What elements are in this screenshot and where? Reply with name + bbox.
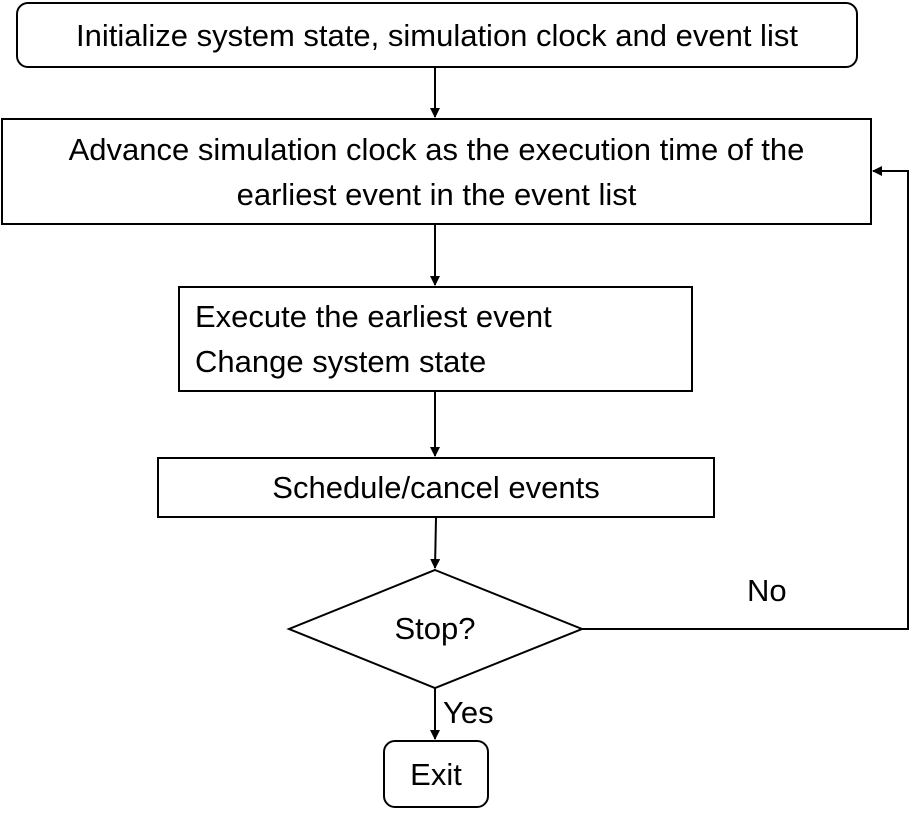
arrow-schedule-to-decision xyxy=(430,517,441,569)
advance-clock-node: Advance simulation clock as the executio… xyxy=(1,118,872,225)
edge-label-yes: Yes xyxy=(443,695,494,730)
advance-clock-text-line-2: earliest event in the event list xyxy=(236,176,637,212)
init-node-text: Initialize system state, simulation cloc… xyxy=(76,17,798,53)
advance-clock-text-line-1: Advance simulation clock as the executio… xyxy=(68,131,805,167)
exit-node: Exit xyxy=(383,740,489,808)
execute-event-text-line-1: Execute the earliest event xyxy=(195,299,552,334)
schedule-events-node: Schedule/cancel events xyxy=(157,457,715,518)
arrow-no-loop xyxy=(582,166,909,630)
schedule-events-text: Schedule/cancel events xyxy=(272,470,600,505)
init-node: Initialize system state, simulation cloc… xyxy=(16,2,858,68)
execute-event-text-line-2: Change system state xyxy=(195,344,487,379)
execute-event-node: Execute the earliest event Change system… xyxy=(178,286,693,392)
exit-node-text: Exit xyxy=(410,756,462,792)
edge-label-no: No xyxy=(747,573,787,608)
decision-text: Stop? xyxy=(394,611,476,646)
